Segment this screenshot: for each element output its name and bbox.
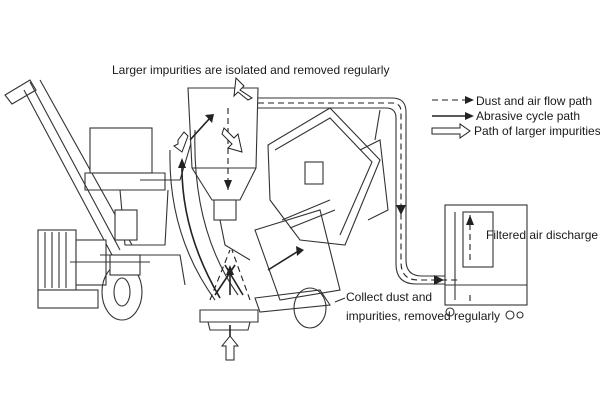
blasting-head <box>199 309 259 331</box>
legend-abrasive-label: Abrasive cycle path <box>476 109 581 123</box>
abrasive-cycle <box>178 114 304 345</box>
legend-dust-air-label: Dust and air flow path <box>476 94 593 108</box>
rear-wheel <box>101 254 143 321</box>
air-duct <box>258 97 445 285</box>
top-note-label: Larger impurities are isolated and remov… <box>112 63 390 77</box>
hopper-separator <box>187 87 259 261</box>
upper-motor-box <box>84 127 169 246</box>
return-tube <box>169 129 239 301</box>
collect-line1-label: Collect dust and <box>346 290 433 304</box>
drive-motor <box>37 229 107 309</box>
elevator-arm <box>4 79 133 256</box>
frame <box>70 129 196 286</box>
dust-collector <box>444 204 528 320</box>
blast-wheel-housing <box>254 107 389 301</box>
larger-impurities-path <box>173 76 253 361</box>
front-wheel <box>254 287 331 329</box>
dust-air-flow <box>209 102 474 305</box>
collect-leader-line <box>334 297 346 303</box>
collect-line2-label: impurities, removed regularly <box>346 309 501 323</box>
legend-larger-label: Path of larger impurities <box>474 124 600 138</box>
filtered-air-label: Filtered air discharge <box>486 228 599 242</box>
